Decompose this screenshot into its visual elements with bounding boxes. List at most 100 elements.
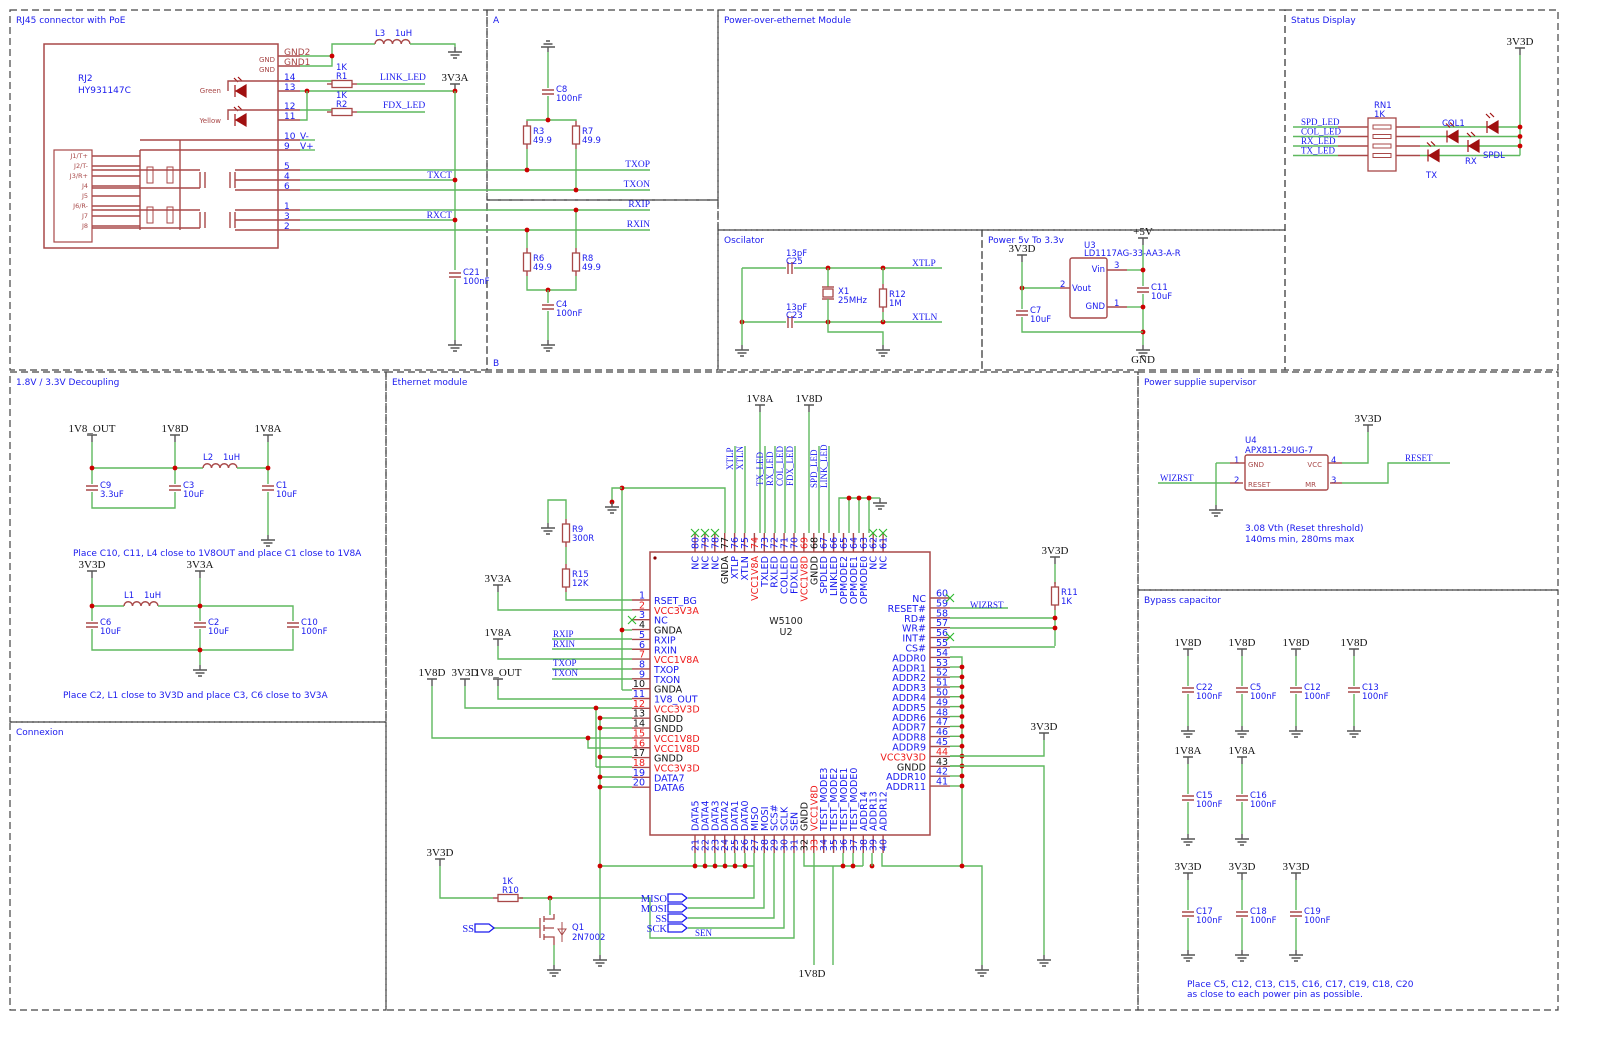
pin-number: 5: [284, 162, 290, 172]
resistor: [571, 252, 581, 272]
ground-symbol: [1136, 345, 1150, 357]
pin-number: 77: [720, 537, 731, 549]
component-value: 1uH: [395, 29, 412, 39]
component-value: 12K: [572, 579, 589, 589]
pin-name: COLLED: [780, 556, 791, 594]
wire: [158, 605, 294, 621]
junction: [850, 863, 856, 869]
component-ref: C8: [556, 85, 567, 95]
led-icon: [234, 83, 247, 99]
component-value: 1uH: [223, 453, 240, 463]
power-rail-label: 1V8A: [747, 393, 774, 405]
capacitor: [787, 262, 793, 274]
ground-symbol: [873, 498, 887, 510]
section-title-poe: Power-over-ethernet Module: [724, 16, 851, 26]
led-icon: [1446, 129, 1459, 144]
pin-name: RESET: [1248, 481, 1271, 489]
power-symbol: [460, 678, 470, 686]
pin-name: TEST_MODE2: [829, 768, 840, 832]
net-label: SPD_LED: [1301, 117, 1340, 127]
net-label: LINK_LED: [819, 444, 829, 488]
pin-number: 73: [760, 537, 771, 549]
power-symbol: [263, 434, 273, 442]
net-label: LINK_LED: [380, 73, 426, 83]
pin-name: XTLN: [740, 556, 751, 581]
pin-name: GNDD: [654, 754, 683, 765]
component-value: 10uF: [183, 490, 204, 500]
net-label: XTLN: [912, 313, 937, 323]
component-ref: C6: [100, 618, 111, 628]
junction: [573, 187, 579, 193]
wire: [520, 853, 795, 939]
ground-symbol: [1209, 505, 1223, 517]
wire: [621, 487, 726, 690]
net-label: RXIN: [553, 639, 575, 649]
jack-pin-label: J8: [81, 222, 88, 230]
power-symbol: [1291, 648, 1301, 656]
section-frame-power: [981, 229, 1286, 371]
component-value: 10uF: [1030, 315, 1051, 325]
pin-name: TXOP: [653, 665, 679, 676]
ground-symbol: [735, 345, 749, 357]
led-label: SPDL: [1483, 151, 1505, 161]
pin-name: VCC1V8A: [654, 655, 699, 666]
pin-number: 47: [936, 717, 948, 728]
power-rail-label: GND: [1131, 354, 1155, 366]
pin-name: SCLK: [780, 806, 791, 831]
ground-symbol: [605, 502, 619, 514]
net-label: TXON: [553, 668, 578, 678]
pin-name: TEST_MODE1: [839, 768, 850, 832]
section-frame-connexion: [9, 721, 387, 1011]
junction: [1517, 124, 1523, 130]
power-rail-label: 3V3D: [427, 847, 454, 859]
pin-number: 61: [879, 537, 890, 549]
jack-pin-label: J6/R-: [72, 202, 88, 210]
resistor: [1050, 586, 1060, 606]
capacitor: [1236, 795, 1248, 801]
pin-name: OPMODE1: [849, 556, 860, 604]
capacitor: [1236, 687, 1248, 693]
wire: [950, 765, 1045, 955]
pin-name: DATA2: [720, 800, 731, 831]
pin-number: 37: [849, 839, 860, 851]
power-rail-label: +5V: [1133, 226, 1153, 238]
power-rail-label: 1V8D: [162, 423, 189, 435]
led-icon: [1486, 119, 1499, 135]
pin-name: ADDR2: [892, 673, 926, 684]
component-value: 100nF: [556, 94, 583, 104]
pin-number: 19: [633, 768, 645, 779]
pin-number: 34: [819, 839, 830, 851]
pin-number: 39: [869, 839, 880, 851]
pin-number: 3: [1331, 476, 1336, 486]
ground-symbol: [975, 965, 989, 977]
component-value: 100nF: [1196, 800, 1223, 810]
section-title-decoupling: 1.8V / 3.3V Decoupling: [16, 378, 119, 388]
wire: [200, 629, 294, 651]
junction: [89, 465, 95, 471]
resistor: [878, 288, 888, 308]
jack-pin-label: J1/T+: [69, 152, 88, 160]
component-value: 13pF: [786, 303, 807, 313]
section-title-status: Status Display: [1291, 16, 1356, 26]
pin-name: INT#: [902, 634, 926, 645]
section-title-b: B: [493, 359, 499, 369]
power-symbol: [1050, 556, 1060, 564]
junction: [959, 704, 965, 709]
capacitor: [787, 316, 793, 328]
pin-number: 1: [1114, 299, 1119, 309]
capacitor: [1182, 687, 1194, 693]
power-rail-label: 1V8D: [1175, 637, 1202, 649]
pin-number: 55: [936, 638, 948, 649]
port-label: SS: [462, 924, 474, 935]
pin-name: ADDR1: [892, 663, 926, 674]
pin-name: RXIP: [654, 635, 676, 646]
wire: [497, 592, 632, 611]
junction: [524, 227, 530, 233]
ground-symbol: [193, 665, 207, 677]
power-symbol: [493, 584, 503, 592]
rn1-element: [1372, 134, 1392, 139]
pin-name: VCC: [1307, 461, 1322, 469]
power-symbol: [493, 678, 503, 686]
component-value: 3.3uF: [100, 490, 124, 500]
